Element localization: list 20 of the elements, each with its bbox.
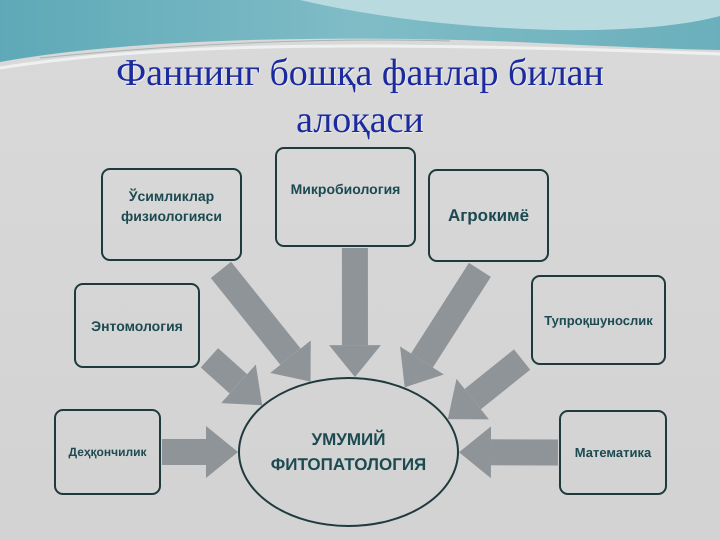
node-label: Энтомология <box>91 316 183 336</box>
topic-box <box>275 147 416 247</box>
topic-box <box>428 169 549 262</box>
topic-ellipse <box>238 377 459 527</box>
block-arrow <box>161 426 238 478</box>
topic-box <box>559 410 667 495</box>
node-label: Микробиология <box>290 180 400 199</box>
block-arrow <box>458 426 560 478</box>
block-arrow <box>328 247 381 378</box>
node-label: Агрокимё <box>448 205 530 227</box>
node-label: Математика <box>574 444 652 462</box>
topic-box <box>74 283 200 368</box>
topic-box <box>54 409 161 495</box>
topic-box <box>531 275 666 365</box>
node-label: Деҳқончилик <box>68 444 146 460</box>
slide-title: Фаннинг бошқа фанлар билан алоқаси <box>115 51 605 143</box>
topic-box <box>101 168 242 261</box>
node-label: Тупроқшунослик <box>544 312 653 330</box>
node-label: Ўсимликлар физиологияси <box>120 187 223 226</box>
node-label: УМУМИЙ ФИТОПАТОЛОГИЯ <box>270 428 428 476</box>
